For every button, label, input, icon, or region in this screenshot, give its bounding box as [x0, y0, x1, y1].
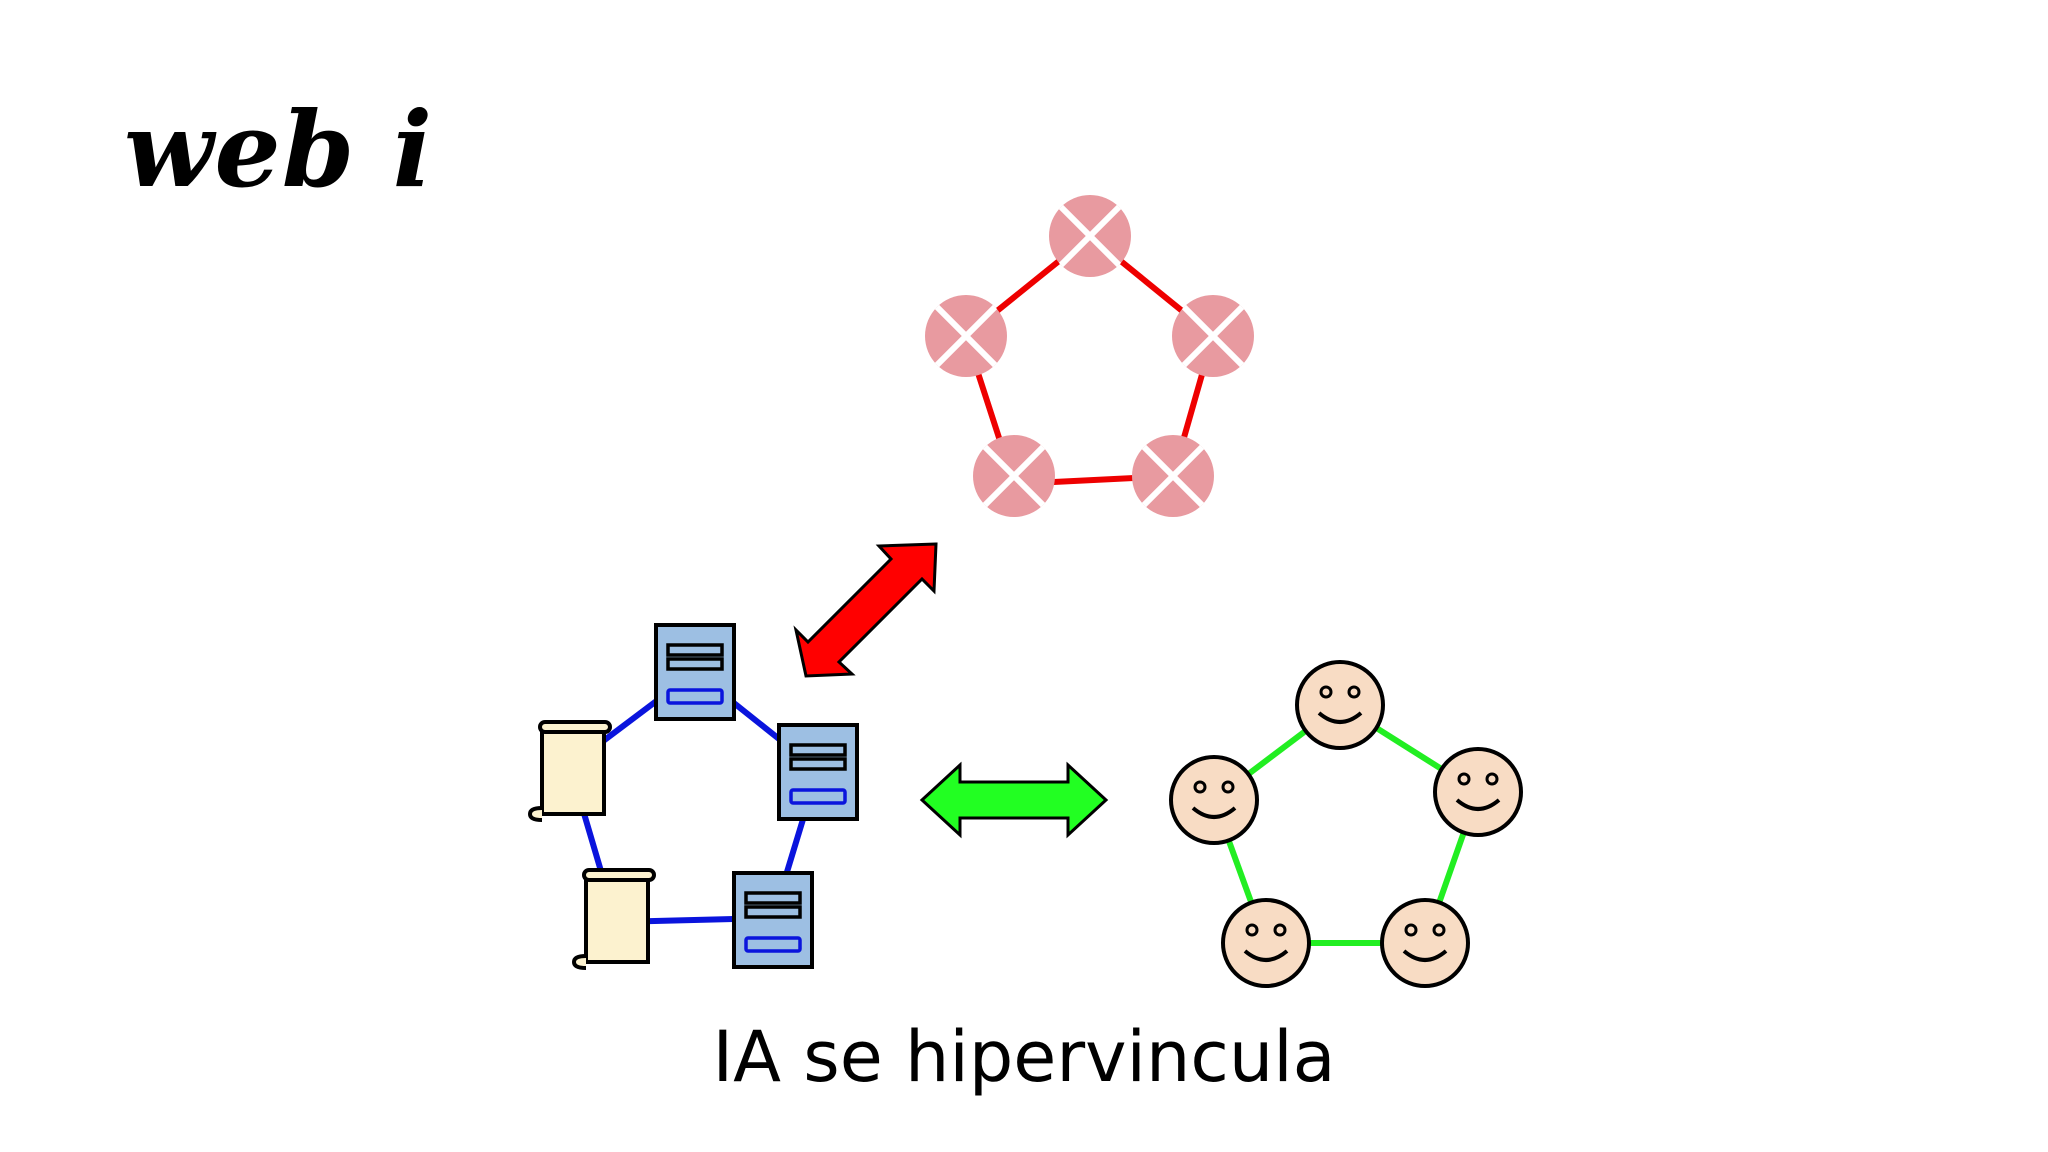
smiley-face-icon [1433, 747, 1523, 837]
cross-circle-icon [1049, 195, 1131, 277]
smiley-face-icon [1169, 755, 1259, 845]
document-icon [777, 723, 859, 821]
document-network [528, 623, 859, 970]
double-arrow-icon [919, 761, 1109, 839]
slide-caption: IA se hipervincula [712, 1016, 1336, 1098]
document-icon [654, 623, 736, 721]
smiley-face-icon [1221, 898, 1311, 988]
data-network [925, 195, 1254, 517]
slide-title: web i [124, 88, 434, 211]
scroll-icon [572, 868, 656, 970]
cross-circle-icon [925, 295, 1007, 377]
document-icon [732, 871, 814, 969]
scroll-icon [528, 720, 612, 822]
cross-circle-icon [1172, 295, 1254, 377]
smiley-face-icon [1295, 660, 1385, 750]
smiley-face-icon [1380, 898, 1470, 988]
people-network [1169, 660, 1523, 988]
cross-circle-icon [1132, 435, 1214, 517]
double-arrow-icon [793, 542, 938, 678]
cross-circle-icon [973, 435, 1055, 517]
